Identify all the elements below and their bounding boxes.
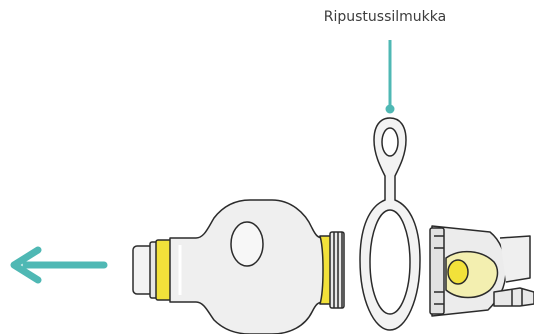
callout-leader [385,40,395,114]
hanging-loop-label: Ripustussilmukka [323,9,447,25]
bottle-body [132,199,345,334]
hanging-loop [359,117,421,331]
left-arrow-icon [10,246,108,284]
valve-nozzle [429,225,534,317]
